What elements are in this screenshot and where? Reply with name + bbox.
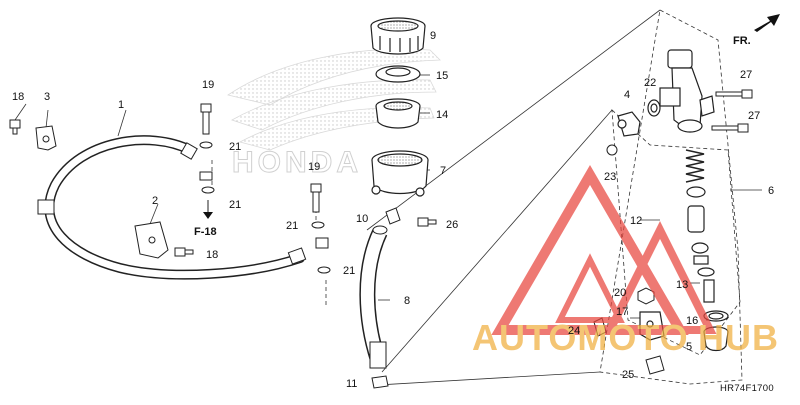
cylinder-spring: [685, 149, 705, 183]
callout-c1: 1: [118, 99, 124, 111]
oil-bolt-27-upper: [715, 89, 753, 99]
callout-c25: 25: [622, 369, 634, 381]
screw-26: [417, 217, 437, 227]
reservoir-hose: [359, 225, 388, 369]
bolt-19-lower: [310, 183, 322, 213]
master-cylinder-body: [659, 49, 715, 133]
clip-25: [645, 355, 665, 375]
callout-c15: 15: [436, 70, 448, 82]
callout-c14: 14: [436, 109, 448, 121]
front-direction-indicator: FR.: [733, 14, 780, 47]
callout-c5: 5: [686, 341, 692, 353]
callout-c21b: 21: [229, 199, 241, 211]
cap-23: [606, 144, 618, 156]
callout-c9: 9: [430, 30, 436, 42]
bolt-19-upper: [200, 103, 212, 135]
reference-arrow: F-18: [194, 200, 217, 238]
bolt-18-top: [9, 119, 21, 135]
piston-parts: [686, 186, 715, 303]
reservoir-cap: [370, 17, 426, 55]
watermark-triangle-right: [603, 221, 717, 334]
reservoir-tank: [371, 150, 429, 197]
callout-c17: 17: [616, 306, 628, 318]
diagram-code: HR74F1700: [720, 383, 774, 394]
callout-c8: 8: [404, 295, 410, 307]
callout-c21a: 21: [229, 141, 241, 153]
bolt-18-bottom: [174, 247, 194, 257]
callout-c21c: 21: [286, 220, 298, 232]
brand-text: HONDA: [232, 146, 362, 179]
callout-c2: 2: [152, 195, 158, 207]
circlip-16: [703, 310, 729, 322]
nut-20: [637, 287, 655, 305]
hose-clip-11: [371, 375, 389, 389]
washer-22: [647, 99, 661, 117]
callout-c22: 22: [644, 77, 656, 89]
hose-stay: [134, 221, 169, 259]
hose-clamp: [35, 125, 57, 151]
oil-bolt-27-lower: [711, 123, 749, 133]
callout-c24: 24: [568, 325, 580, 337]
front-direction-label: FR.: [733, 35, 751, 47]
sealing-washer-lower: [311, 221, 331, 274]
callout-c23: 23: [604, 171, 616, 183]
callout-c27b: 27: [748, 110, 760, 122]
reservoir-diaphragm: [375, 98, 421, 129]
watermark-triangle-left: [491, 165, 689, 335]
sealing-washer-upper: [199, 141, 215, 194]
brake-hose: [37, 135, 307, 280]
reference-label: F-18: [194, 226, 217, 238]
front-arrow-icon: [754, 14, 780, 32]
callout-c18a: 18: [12, 91, 24, 103]
reservoir-plate: [375, 65, 421, 83]
callout-c26: 26: [446, 219, 458, 231]
watermark-text-secondary: HUB: [698, 317, 779, 358]
callout-c3: 3: [44, 91, 50, 103]
callout-c7: 7: [440, 165, 446, 177]
watermark: AUTOMOTO HUB: [472, 165, 779, 358]
callout-c16: 16: [686, 315, 698, 327]
callout-c12: 12: [630, 215, 642, 227]
callout-c19b: 19: [308, 161, 320, 173]
callout-c21d: 21: [343, 265, 355, 277]
callout-c11: 11: [346, 378, 357, 390]
joint-4: [617, 111, 641, 137]
hose-clip: [385, 207, 401, 225]
callout-c13: 13: [676, 279, 688, 291]
watermark-text-primary: AUTOMOTO: [472, 317, 689, 358]
boot-5: [703, 326, 729, 352]
callout-c20: 20: [614, 287, 626, 299]
callout-c10: 10: [356, 213, 368, 225]
callout-c27a: 27: [740, 69, 752, 81]
callout-c4: 4: [624, 89, 630, 101]
watermark-triangle-inner: [555, 253, 625, 323]
callout-c6: 6: [768, 185, 774, 197]
callout-c18b: 18: [206, 249, 218, 261]
callout-labels: 1 2 3 4 5 6 7 8 9 10 11 12 13 14 15 16 1…: [12, 30, 774, 390]
callout-c19a: 19: [202, 79, 214, 91]
